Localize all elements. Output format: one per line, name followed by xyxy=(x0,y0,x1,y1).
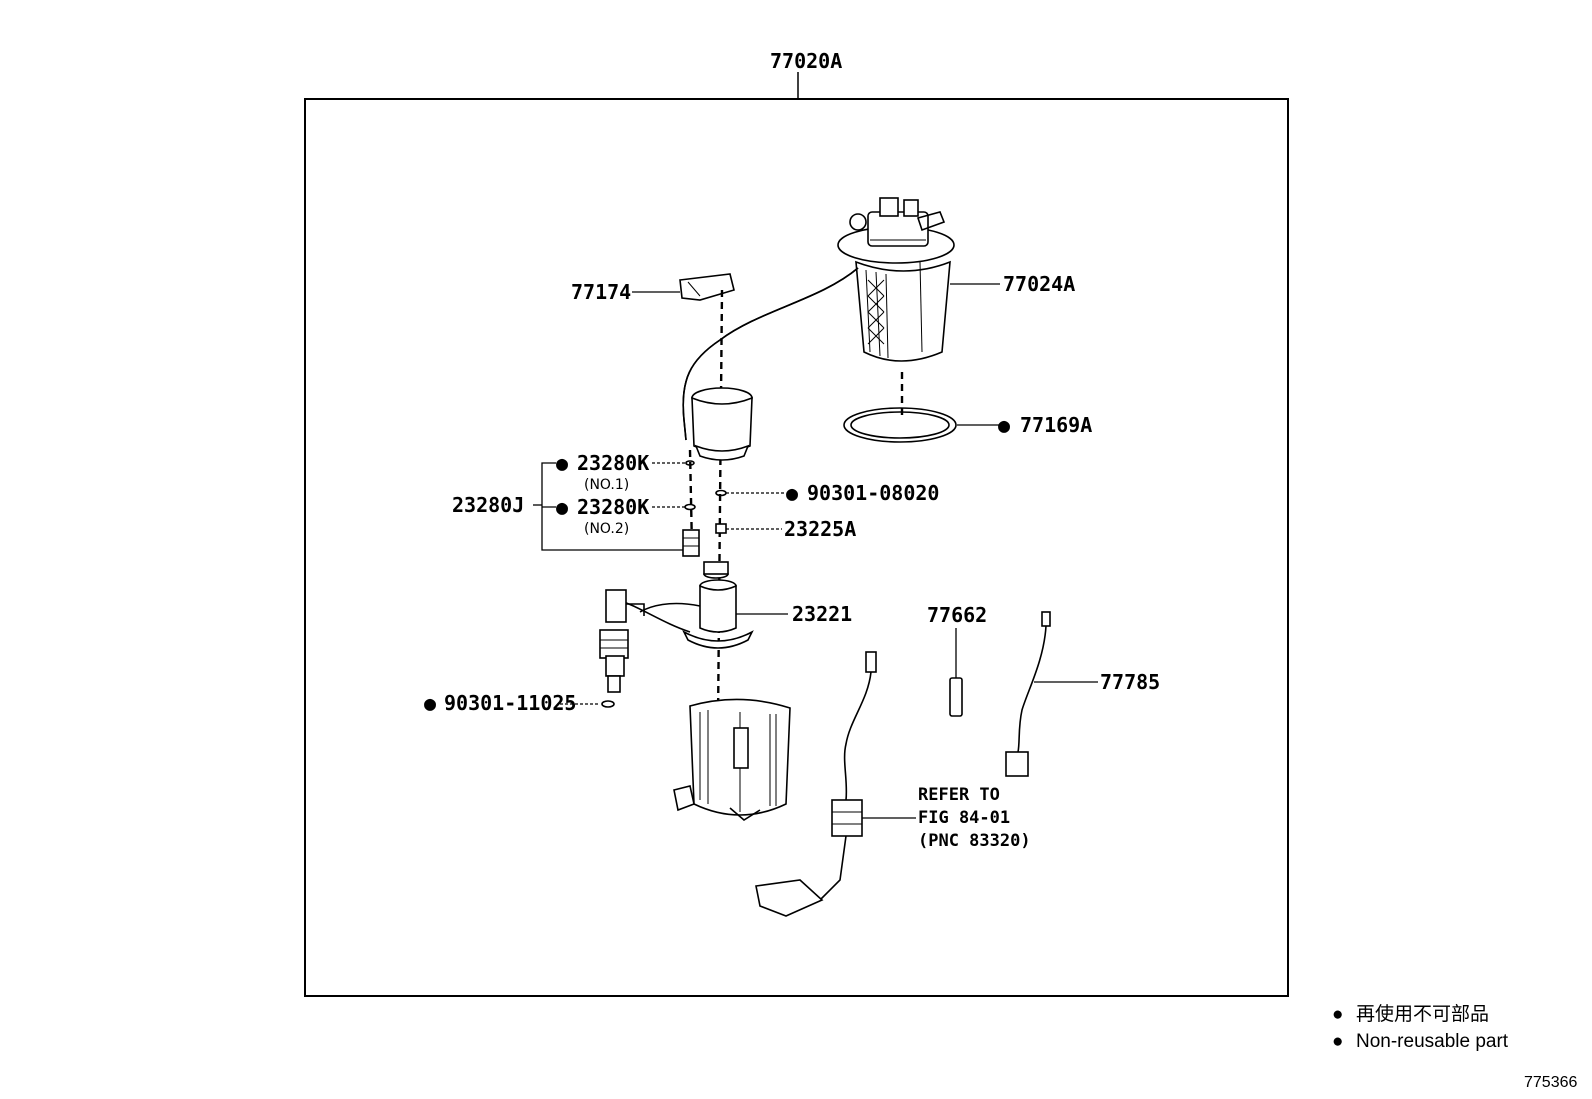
bracket-23280j xyxy=(541,462,683,551)
non-reusable-mark-23280k-2: ● xyxy=(556,495,568,519)
refer-line-3: (PNC 83320) xyxy=(918,831,1031,851)
part-number-90301-11025[interactable]: 90301-11025 xyxy=(444,691,576,715)
dash-main-axis xyxy=(716,289,724,721)
legend-jp-text: 再使用不可部品 xyxy=(1356,1003,1489,1025)
non-reusable-mark-23280k-1: ● xyxy=(556,451,568,475)
cushion-illustration xyxy=(715,523,727,534)
part-77662-illustration xyxy=(949,677,963,717)
dash-left-axis xyxy=(688,449,694,549)
part-number-23225a[interactable]: 23225A xyxy=(784,517,856,541)
part-number-77662[interactable]: 77662 xyxy=(927,603,987,627)
part-number-23221[interactable]: 23221 xyxy=(792,602,852,626)
note-no1: (NO.1) xyxy=(584,477,629,493)
legend-bullet-jp: ● xyxy=(1332,1004,1343,1025)
part-number-23280j[interactable]: 23280J xyxy=(452,493,524,517)
legend-en-text: Non-reusable part xyxy=(1356,1031,1509,1052)
o-ring-08020-illustration xyxy=(715,489,727,497)
clip-illustration xyxy=(679,273,735,301)
non-reusable-mark-90301-08020: ● xyxy=(786,481,798,505)
fuel-filter-illustration xyxy=(691,387,753,461)
part-number-23280k-no1[interactable]: 23280K xyxy=(577,451,649,475)
sub-tank-illustration xyxy=(673,698,791,821)
assembly-part-number[interactable]: 77020A xyxy=(770,49,842,73)
assembly-frame xyxy=(304,98,1289,997)
part-number-77169a[interactable]: 77169A xyxy=(1020,413,1092,437)
regulator-illustration xyxy=(682,529,700,557)
refer-line-2[interactable]: FIG 84-01 xyxy=(918,808,1010,828)
note-no2: (NO.2) xyxy=(584,521,629,537)
refer-line-1: REFER TO xyxy=(918,785,1000,805)
fuel-pump-illustration xyxy=(639,561,754,649)
part-number-23280k-no2[interactable]: 23280K xyxy=(577,495,649,519)
part-number-77024a[interactable]: 77024A xyxy=(1003,272,1075,296)
gasket-ring-illustration xyxy=(843,407,957,443)
figure-id: 775366 xyxy=(1524,1074,1577,1091)
legend-bullet-en: ● xyxy=(1332,1031,1343,1052)
non-reusable-mark-90301-11025: ● xyxy=(424,691,436,715)
fuel-sender-gauge-illustration xyxy=(755,651,877,917)
o-ring-11025-illustration xyxy=(601,700,615,708)
part-number-77785[interactable]: 77785 xyxy=(1100,670,1160,694)
part-number-90301-08020[interactable]: 90301-08020 xyxy=(807,481,939,505)
part-number-77174[interactable]: 77174 xyxy=(571,280,631,304)
o-ring-no2-illustration xyxy=(684,503,696,511)
fuel-pump-bracket-illustration xyxy=(837,197,955,362)
o-ring-no1-illustration xyxy=(685,460,695,466)
part-77785-illustration xyxy=(1005,611,1051,777)
pump-wire-connector-illustration xyxy=(599,589,691,693)
non-reusable-mark-77169a: ● xyxy=(998,413,1010,437)
